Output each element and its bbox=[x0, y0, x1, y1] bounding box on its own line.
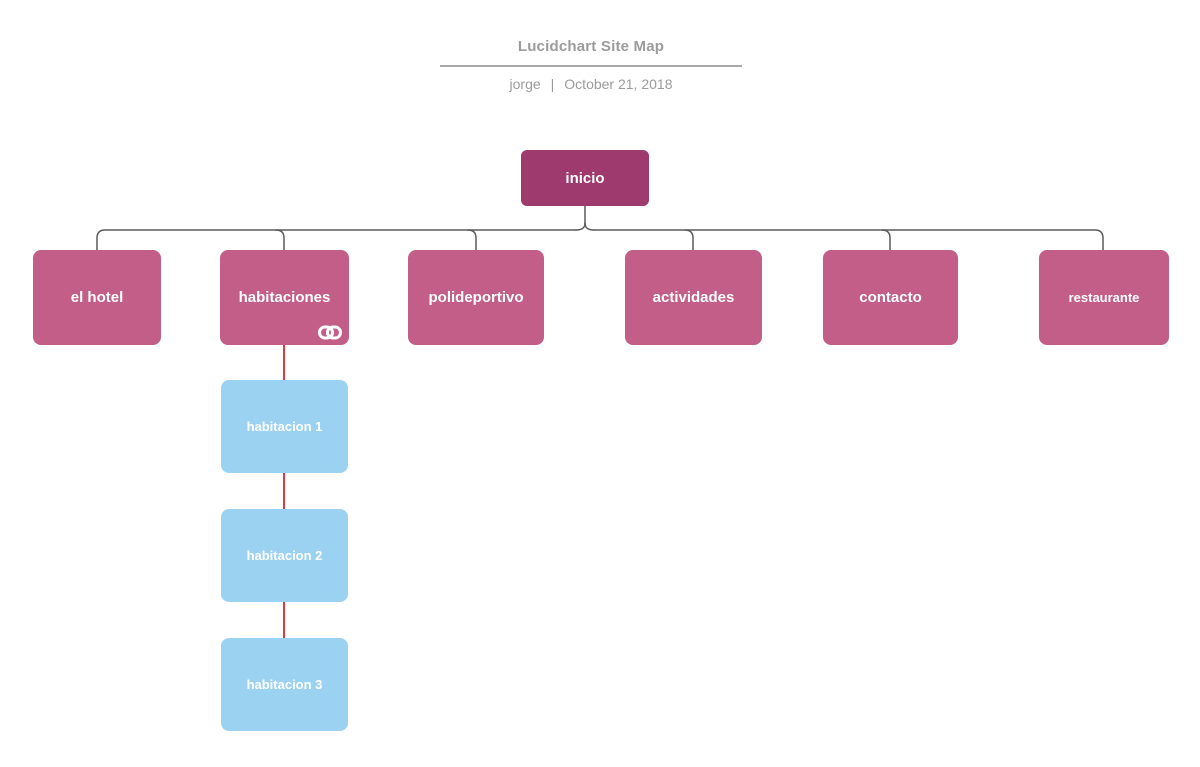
node-label: inicio bbox=[565, 169, 605, 187]
node-el-hotel[interactable]: el hotel bbox=[33, 250, 161, 345]
connector-merge-right bbox=[584, 222, 595, 231]
connector-drop-actividades bbox=[684, 229, 694, 252]
node-label: habitacion 2 bbox=[246, 548, 323, 563]
node-inicio[interactable]: inicio bbox=[521, 150, 649, 206]
node-habitaciones[interactable]: habitaciones bbox=[220, 250, 349, 345]
node-habitacion-2[interactable]: habitacion 2 bbox=[221, 509, 348, 602]
header-divider bbox=[440, 65, 742, 67]
connector-rail-right bbox=[593, 229, 1104, 252]
node-label: habitacion 1 bbox=[246, 419, 323, 434]
node-contacto[interactable]: contacto bbox=[823, 250, 958, 345]
node-actividades[interactable]: actividades bbox=[625, 250, 762, 345]
node-label: contacto bbox=[859, 289, 922, 306]
node-label: el hotel bbox=[70, 289, 124, 306]
document-date: October 21, 2018 bbox=[564, 76, 673, 92]
connector-rail-left bbox=[96, 229, 577, 252]
connector-drop-contacto bbox=[881, 229, 891, 252]
node-label: habitacion 3 bbox=[246, 677, 323, 692]
document-title: Lucidchart Site Map bbox=[517, 38, 665, 55]
author-name: jorge bbox=[509, 76, 541, 92]
connector-drop-polideportivo bbox=[467, 229, 477, 252]
node-label: restaurante bbox=[1068, 290, 1140, 305]
node-habitacion-1[interactable]: habitacion 1 bbox=[221, 380, 348, 473]
connector-drop-habitaciones bbox=[275, 229, 285, 252]
node-label: habitaciones bbox=[238, 289, 331, 306]
node-restaurante[interactable]: restaurante bbox=[1039, 250, 1169, 345]
node-label: polideportivo bbox=[428, 289, 524, 306]
document-meta: jorge | October 21, 2018 bbox=[440, 76, 742, 92]
meta-separator: | bbox=[550, 76, 555, 92]
document-header: Lucidchart Site Map jorge | October 21, 20… bbox=[440, 38, 742, 92]
link-icon[interactable] bbox=[318, 325, 342, 340]
node-label: actividades bbox=[652, 289, 735, 306]
node-habitacion-3[interactable]: habitacion 3 bbox=[221, 638, 348, 731]
connector-merge-left bbox=[575, 222, 586, 231]
node-polideportivo[interactable]: polideportivo bbox=[408, 250, 544, 345]
